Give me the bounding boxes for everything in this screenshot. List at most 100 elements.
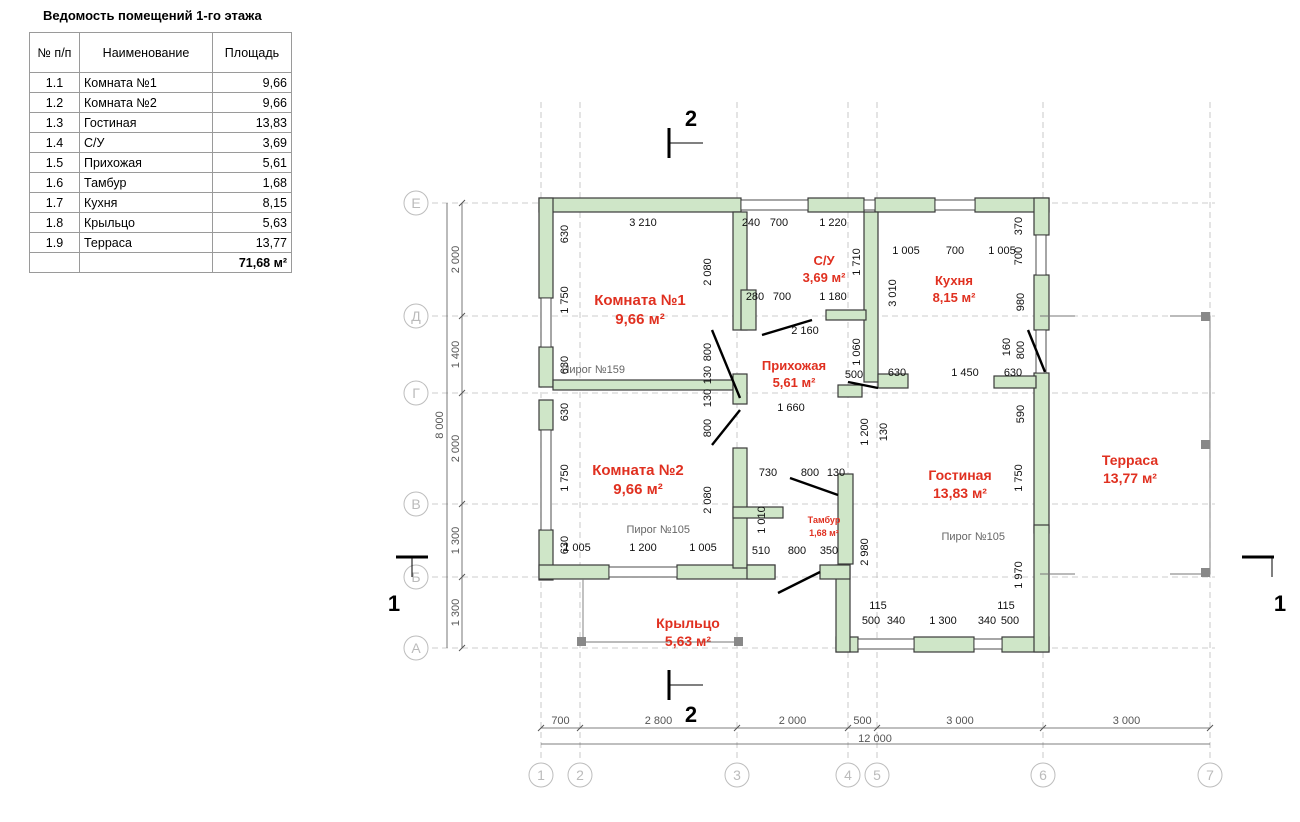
axis-bubble: [1030, 762, 1056, 788]
axis-label: 3: [733, 767, 741, 783]
axis-label: В: [411, 496, 420, 512]
column-post: [1201, 440, 1210, 449]
dim-inner-label: 3 010: [887, 279, 899, 307]
dim-inner-label: 1 750: [1013, 464, 1025, 492]
wall-segment: [819, 564, 851, 580]
row-area: 9,66: [212, 72, 292, 93]
room-area-label: 1,68 м²: [809, 528, 839, 538]
dim-inner-label: 1 200: [859, 418, 871, 446]
header-num: № п/п: [29, 32, 80, 73]
dim-inner-label: 1 180: [819, 291, 847, 303]
dim-inner-label: 3 210: [629, 217, 657, 229]
dim-left-label: 1 300: [450, 599, 462, 627]
dim-bottom-label: 2 800: [645, 715, 673, 727]
dim-inner-label: 630: [1004, 367, 1022, 379]
room-area-label: 8,15 м²: [933, 290, 977, 305]
axis-bubble: [403, 635, 429, 661]
table-total-row: 71,68 м²: [29, 252, 292, 273]
room-name-label: Прихожая: [762, 358, 826, 373]
axis-label: 5: [873, 767, 881, 783]
axis-bubble: [403, 380, 429, 406]
dim-tick: [458, 644, 466, 652]
dim-inner-label: 2 980: [859, 538, 871, 566]
row-area: 5,63: [212, 212, 292, 233]
section-mark-label: 2: [685, 702, 697, 727]
dim-inner-label: 700: [946, 245, 964, 257]
dim-inner-label: 1 750: [559, 464, 571, 492]
dim-inner-label: 350: [820, 545, 838, 557]
door-swing: [1026, 329, 1047, 373]
door-swing: [777, 570, 821, 595]
door-swing: [761, 318, 813, 337]
axis-label: Б: [411, 569, 420, 585]
wall-segment: [825, 309, 867, 321]
dim-inner-label: 980: [1015, 293, 1027, 311]
dim-inner-label: 1 750: [559, 286, 571, 314]
dim-inner-label: 800: [788, 545, 806, 557]
row-name: Комната №1: [79, 72, 213, 93]
dim-left-label: 2 000: [450, 435, 462, 463]
row-num: 1.4: [29, 132, 80, 153]
dim-inner-label: 1 300: [929, 615, 957, 627]
dim-inner-label: 700: [773, 291, 791, 303]
dim-inner-label: 370: [1013, 217, 1025, 235]
dim-inner-label: 800: [1015, 341, 1027, 359]
wall-segment: [732, 373, 748, 405]
axis-label: 6: [1039, 767, 1047, 783]
dim-total-label: 12 000: [858, 733, 892, 745]
dim-inner-label: 160: [1001, 338, 1013, 356]
wall-segment: [732, 506, 784, 519]
window: [934, 199, 976, 211]
row-area: 1,68: [212, 172, 292, 193]
dim-bottom-label: 2 000: [779, 715, 807, 727]
window: [540, 429, 552, 531]
axis-bubble: [835, 762, 861, 788]
row-name: Гостиная: [79, 112, 213, 133]
room-area-label: 5,63 м²: [665, 633, 711, 649]
dim-inner-label: 1 005: [892, 245, 920, 257]
dim-inner-label: 130: [702, 389, 714, 407]
dim-inner-label: 340: [887, 615, 905, 627]
wall-segment: [1033, 197, 1050, 236]
window: [540, 297, 552, 348]
axis-bubble: [403, 303, 429, 329]
room-area-label: 5,61 м²: [773, 375, 817, 390]
door-swing: [847, 380, 879, 390]
window: [740, 199, 809, 211]
axis-bubble: [403, 190, 429, 216]
wall-segment: [1033, 524, 1050, 653]
axis-bubble: [403, 564, 429, 590]
dim-tick: [458, 199, 466, 207]
dim-inner-label: 340: [978, 615, 996, 627]
dim-tick: [1039, 724, 1047, 732]
dim-inner-label: 500: [862, 615, 880, 627]
dim-bottom-label: 500: [853, 715, 871, 727]
dim-inner-label: 1 710: [851, 248, 863, 276]
wall-segment: [913, 636, 975, 653]
total-area: 71,68 м²: [212, 252, 292, 273]
dim-inner-label: 510: [752, 545, 770, 557]
axis-label: Г: [412, 385, 420, 401]
dim-tick: [458, 312, 466, 320]
dim-tick: [844, 724, 852, 732]
room-name-label: Комната №2: [592, 462, 684, 479]
header-name: Наименование: [79, 32, 213, 73]
dim-inner-label: 630: [559, 536, 571, 554]
dim-inner-label: 1 005: [689, 542, 717, 554]
layer-note: Пирог №105: [941, 531, 1005, 543]
wall-segment: [877, 373, 909, 389]
wall-segment: [538, 197, 742, 213]
wall-segment: [837, 384, 863, 398]
dim-inner-label: 630: [559, 225, 571, 243]
dim-inner-label: 2 160: [791, 325, 819, 337]
axis-label: 2: [576, 767, 584, 783]
row-num: 1.3: [29, 112, 80, 133]
room-name-label: С/У: [813, 253, 835, 268]
dim-inner-label: 800: [801, 467, 819, 479]
dim-inner-label: 115: [869, 600, 887, 612]
room-area-label: 3,69 м²: [803, 270, 847, 285]
axis-label: 7: [1206, 767, 1214, 783]
